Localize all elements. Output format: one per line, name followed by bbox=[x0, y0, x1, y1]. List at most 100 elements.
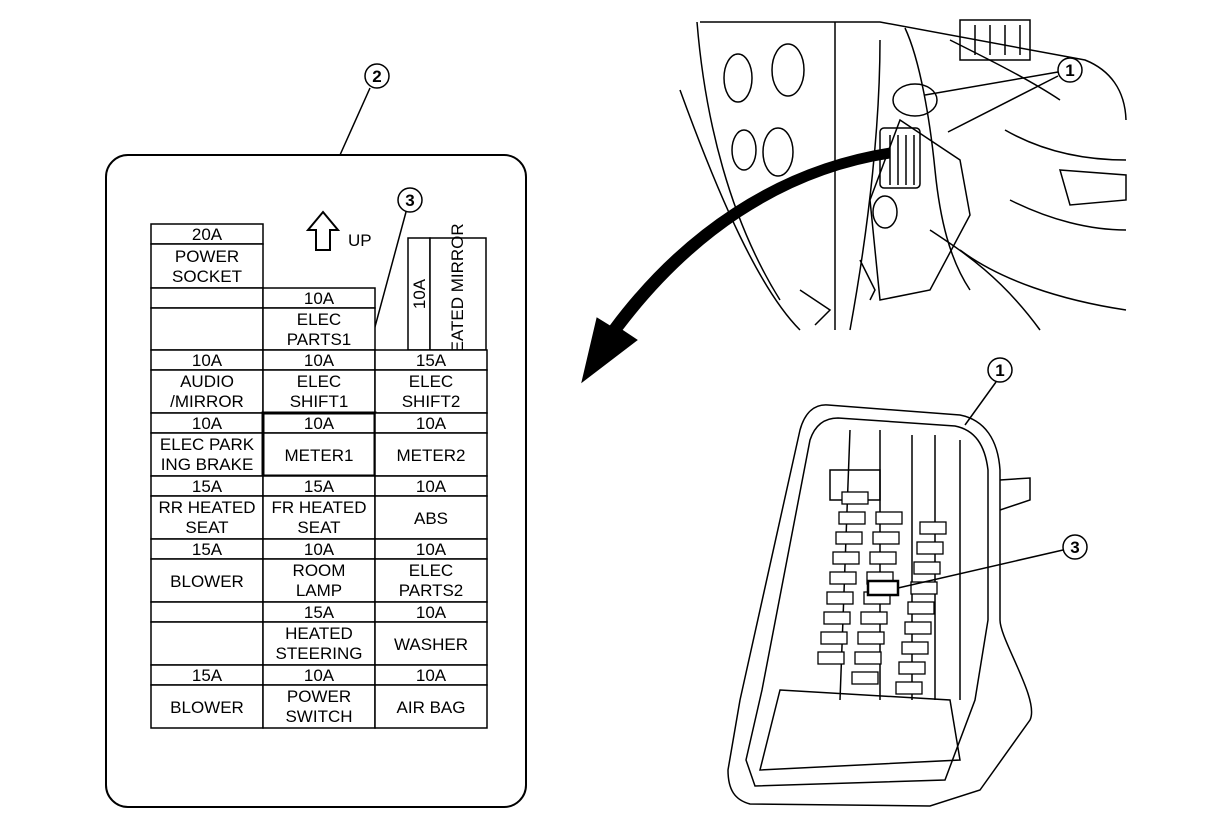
fuse-slot bbox=[835, 531, 863, 545]
fuse-slot bbox=[851, 671, 879, 685]
fuse-amp: 10A bbox=[304, 540, 335, 559]
fuse-name-line1: ELEC bbox=[297, 310, 341, 329]
fuse-name: HEATED MIRROR bbox=[448, 223, 467, 364]
fuse-name-line2: ING BRAKE bbox=[161, 455, 254, 474]
callout-2-leader bbox=[339, 87, 371, 156]
fuse-slot bbox=[841, 491, 869, 505]
fuse-amp: 10A bbox=[416, 414, 447, 433]
fuse-heated-mirror: 10A HEATED MIRROR bbox=[407, 223, 487, 365]
fuse-name-line2: PARTS2 bbox=[399, 581, 464, 600]
fuse-name-line1: ELEC PARK bbox=[160, 435, 255, 454]
fuse-cell bbox=[150, 601, 264, 666]
fuse-block-slots bbox=[817, 491, 947, 695]
fuse-slot bbox=[901, 641, 929, 655]
fuse-amp: 10A bbox=[416, 477, 447, 496]
fuse-grid: 10AAUDIO/MIRROR10AELECSHIFT115AELECSHIFT… bbox=[150, 349, 488, 729]
up-arrow-icon bbox=[305, 210, 341, 251]
fuse-slot bbox=[898, 661, 926, 675]
fuse-block-illustration bbox=[727, 404, 1033, 807]
fuse-amp: 15A bbox=[416, 351, 447, 370]
callout-3-right-leader bbox=[897, 549, 1064, 589]
fuse-slot bbox=[895, 681, 923, 695]
fuse-amp: 10A bbox=[192, 414, 223, 433]
fuse-slot bbox=[857, 631, 885, 645]
fuse-name-line2: SHIFT1 bbox=[290, 392, 349, 411]
callout-3-left-number: 3 bbox=[405, 191, 414, 210]
callout-3-right-number: 3 bbox=[1070, 538, 1079, 557]
fuse-amp: 15A bbox=[192, 477, 223, 496]
fuse-slot bbox=[829, 571, 857, 585]
dashboard-illustration bbox=[679, 19, 1127, 331]
fuse-slot bbox=[860, 611, 888, 625]
fuse-name-line1: FR HEATED bbox=[271, 498, 366, 517]
fuse-name-line1: ABS bbox=[414, 509, 448, 528]
fuse-slot bbox=[916, 541, 944, 555]
fuse-amp: 10A bbox=[304, 666, 335, 685]
callout-circle-3-right bbox=[1062, 534, 1088, 560]
fuse-name-line2: LAMP bbox=[296, 581, 342, 600]
fuse-amp: 10A bbox=[410, 278, 429, 309]
callout-circle-1-top bbox=[1057, 57, 1083, 83]
fuse-amp: 10A bbox=[304, 351, 335, 370]
callout-1-bottom-leader bbox=[964, 381, 997, 426]
fuse-name-line1: ELEC bbox=[409, 372, 453, 391]
callout-1-top-leader bbox=[947, 75, 1059, 133]
fuse-elec-parts1: 10A ELEC PARTS1 bbox=[262, 287, 376, 351]
fuse-name-line1: AUDIO bbox=[180, 372, 234, 391]
fuse-name-line2: SWITCH bbox=[285, 707, 352, 726]
fuse-slot bbox=[869, 551, 897, 565]
fuse-cell: 15A BLOWER bbox=[150, 538, 264, 603]
fuse-slot bbox=[875, 511, 903, 525]
fuse-amp: 10A bbox=[416, 666, 447, 685]
fuse-amp: 15A bbox=[192, 666, 223, 685]
fuse-amp: 20A bbox=[192, 225, 223, 244]
fuse-slot bbox=[872, 531, 900, 545]
fuse-name-line2: PARTS1 bbox=[287, 330, 352, 349]
callout-circle-2 bbox=[364, 63, 390, 89]
fuse-name-line1: WASHER bbox=[394, 635, 468, 654]
callout-1-bottom-number: 1 bbox=[995, 361, 1004, 380]
fuse-amp: 15A bbox=[192, 540, 223, 559]
fuse-name-line1: ELEC bbox=[297, 372, 341, 391]
highlighted-fuse-slot bbox=[866, 579, 900, 597]
fuse-amp: 15A bbox=[304, 603, 335, 622]
callout-circle-1-bottom bbox=[987, 357, 1013, 383]
fuse-name-line1: METER1 bbox=[285, 446, 354, 465]
fuse-amp: 10A bbox=[416, 540, 447, 559]
fuse-slot bbox=[823, 611, 851, 625]
fuse-power-socket: 20A POWER SOCKET bbox=[150, 223, 264, 289]
fuse-name-line2: SEAT bbox=[185, 518, 228, 537]
fuse-slot bbox=[919, 521, 947, 535]
fuse-slot bbox=[826, 591, 854, 605]
fuse-name-line2: /MIRROR bbox=[170, 392, 244, 411]
curved-arrow-icon bbox=[581, 147, 891, 384]
fuse-name-line1: BLOWER bbox=[170, 572, 244, 591]
fuse-slot bbox=[832, 551, 860, 565]
fuse-empty-slot bbox=[150, 287, 264, 309]
callout-2-number: 2 bbox=[372, 67, 381, 86]
callout-circle-3-left bbox=[397, 187, 423, 213]
fuse-name-line2: STEERING bbox=[276, 644, 363, 663]
fuse-name-line1: AIR BAG bbox=[397, 698, 466, 717]
fuse-name-line1: RR HEATED bbox=[159, 498, 256, 517]
fuse-amp: 10A bbox=[304, 289, 335, 308]
fuse-slot bbox=[820, 631, 848, 645]
fuse-slot bbox=[913, 561, 941, 575]
fuse-name-line1: ROOM bbox=[293, 561, 346, 580]
fuse-name-line1: ELEC bbox=[409, 561, 453, 580]
